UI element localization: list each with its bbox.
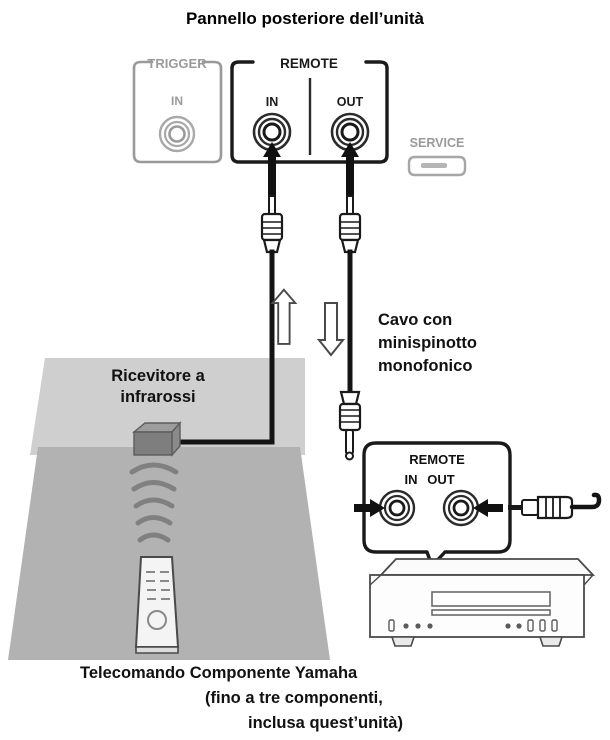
trigger-in-label: IN xyxy=(171,94,183,108)
ir-signal-waves xyxy=(129,462,179,543)
callout-remote-label: REMOTE xyxy=(409,452,465,467)
caption-line-3: inclusa quest’unità) xyxy=(248,714,403,732)
trigger-in-jack[interactable] xyxy=(158,115,196,153)
remote-buttons xyxy=(146,571,170,600)
room-scene xyxy=(8,358,330,660)
component-left-controls xyxy=(388,619,433,632)
ir-receiver: Ricevitore a infrarossi xyxy=(111,367,206,543)
callout-out-label: OUT xyxy=(427,472,455,487)
caption-line-2: (fino a tre componenti, xyxy=(205,689,383,707)
ir-receiver-box xyxy=(132,421,182,457)
ir-receiver-label-line-1: Ricevitore a xyxy=(111,367,205,385)
floor-plane xyxy=(8,447,330,660)
rear-panel: TRIGGER IN REMOTE IN OUT xyxy=(132,56,467,177)
remote-control[interactable] xyxy=(134,556,180,654)
remote-dial-button[interactable] xyxy=(147,610,167,630)
mono-mini-plug-cable xyxy=(338,195,362,461)
cable-label-line-1: Cavo con xyxy=(378,311,452,329)
mini-plug-right-bottom xyxy=(338,390,362,461)
insertion-arrow-out xyxy=(341,142,359,200)
cable-label: Cavo con minispinotto monofonico xyxy=(378,311,477,375)
remote-group-label: REMOTE xyxy=(280,56,338,71)
component-out-cable xyxy=(508,492,602,520)
flow-arrow-up xyxy=(270,288,298,345)
flow-arrow-down xyxy=(316,302,346,357)
yamaha-component xyxy=(369,558,596,647)
ir-receiver-cable xyxy=(170,195,284,445)
cable-label-line-2: minispinotto xyxy=(378,334,477,352)
component-right-controls xyxy=(505,619,558,632)
cable-label-line-3: monofonico xyxy=(378,357,472,375)
mini-plug-left xyxy=(260,195,284,254)
trigger-group-label: TRIGGER xyxy=(147,56,207,71)
component-callout: REMOTE IN OUT xyxy=(354,441,512,568)
remote-in-label: IN xyxy=(266,95,279,109)
callout-in-arrow xyxy=(354,499,385,517)
bottom-caption: Telecomando Componente Yamaha (fino a tr… xyxy=(80,664,403,732)
caption-line-1: Telecomando Componente Yamaha xyxy=(80,664,358,682)
insertion-arrow-in xyxy=(263,142,281,200)
callout-in-label: IN xyxy=(405,472,418,487)
service-label: SERVICE xyxy=(410,136,465,150)
callout-out-arrow xyxy=(473,499,503,517)
trigger-group: TRIGGER IN xyxy=(132,56,223,164)
component-display xyxy=(431,591,551,607)
mini-plug-right-top xyxy=(338,195,362,254)
service-port-group: SERVICE xyxy=(407,136,467,177)
ir-receiver-label-line-2: infrarossi xyxy=(120,388,195,406)
usb-port-icon xyxy=(407,155,467,177)
wall-plane xyxy=(30,358,305,455)
remote-group: REMOTE IN OUT xyxy=(230,56,389,164)
remote-out-label: OUT xyxy=(337,95,364,109)
page-title: Pannello posteriore dell’unità xyxy=(186,9,425,28)
